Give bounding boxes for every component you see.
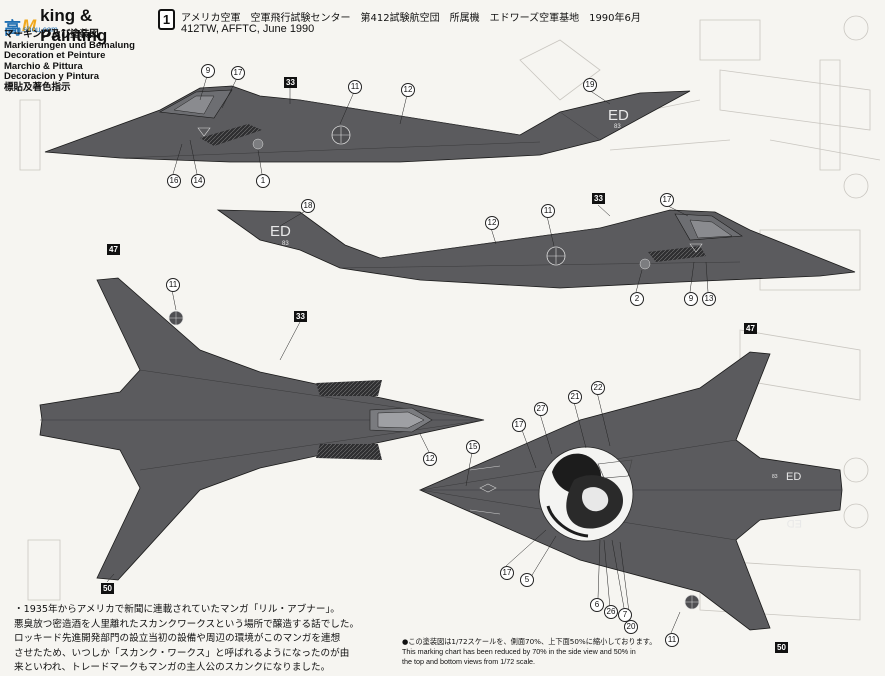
skunk-works-footnote: ・1935年からアメリカで新聞に連載されていたマンガ「リル・アブナー」。 悪臭放… [14, 603, 359, 676]
callout: 20 [624, 620, 638, 634]
callout: 11 [541, 204, 555, 218]
scale-note-en-2: the top and bottom views from 1/72 scale… [402, 657, 536, 666]
brand-cn-text: 高 [4, 18, 21, 39]
leader-lines [106, 75, 709, 634]
tail-code-bottom-1: ED [786, 471, 801, 483]
callout: 18 [301, 199, 315, 213]
scheme-title-en: 412TW, AFFTC, June 1990 [181, 23, 315, 35]
callout: 19 [583, 78, 597, 92]
callout: 22 [591, 381, 605, 395]
tail-code-bottom-2: ED [787, 517, 802, 529]
callout: 17 [231, 66, 245, 80]
callout-decal: 33 [284, 77, 297, 88]
callout-decal: 33 [592, 193, 605, 204]
legend-line: Markierungen und Bemalung [4, 39, 135, 51]
callout: 21 [568, 390, 582, 404]
side-view-right: ED 83 [216, 209, 856, 289]
callout-decal: 50 [775, 642, 788, 653]
callout: 9 [684, 292, 698, 306]
callout-decal: 33 [294, 311, 307, 322]
callout: 6 [590, 598, 604, 612]
callout-decal: 47 [744, 323, 757, 334]
footnote-line: 来といわれ、トレードマークもマンガの主人公のスカンクになりました。 [14, 662, 331, 674]
tail-code-side-2: ED [270, 223, 291, 240]
footnote-line: させたため、いつしか「スカンク・ワークス」と呼ばれるようになったのが由 [14, 647, 350, 659]
brand-url: hh.shou.com [12, 25, 58, 34]
callout: 17 [660, 193, 674, 207]
callout: 27 [534, 402, 548, 416]
callout: 12 [401, 83, 415, 97]
callout: 13 [702, 292, 716, 306]
callout: 17 [500, 566, 514, 580]
callout-decal: 50 [101, 583, 114, 594]
callout: 5 [520, 573, 534, 587]
scale-note-ja: ●この塗装図は1/72スケールを、側面70%、上下面50%に縮小しております。 [402, 637, 657, 646]
serial-bottom-1: 83 [772, 474, 778, 480]
callout: 11 [166, 278, 180, 292]
callout: 11 [348, 80, 362, 94]
legend-line: 標貼及著色指示 [4, 81, 71, 93]
scale-note: ●この塗装図は1/72スケールを、側面70%、上下面50%に縮小しております。 … [402, 637, 656, 667]
legend-line: Marchio & Pittura [4, 60, 83, 72]
brand-title: king & Painting [40, 6, 108, 45]
brand-web-text: M [22, 16, 37, 35]
callout: 12 [423, 452, 437, 466]
callout: 15 [466, 440, 480, 454]
bottom-view: ED 83 ED [419, 351, 843, 631]
legend-line: Decoration et Peinture [4, 50, 106, 62]
callout: 16 [167, 174, 181, 188]
callout: 11 [665, 633, 679, 647]
language-legend: マーキング及び塗装図 Markierungen und Bemalung Dec… [4, 29, 135, 94]
serial-side-2: 83 [282, 241, 289, 247]
footnote-line: 悪臭放つ密造酒を人里離れたスカンクワークスという場所で醸造する話でした。 [14, 618, 360, 630]
callout: 26 [604, 605, 618, 619]
side-view-left: ED 83 [44, 85, 691, 163]
brand-header: 高 M king & Painting hh.shou.com [4, 6, 154, 46]
footnote-line: ・1935年からアメリカで新聞に連載されていたマンガ「リル・アブナー」。 [14, 604, 340, 615]
brand-logo: 高 M king & Painting [4, 6, 154, 46]
scheme-title-ja: アメリカ空軍 空軍飛行試験センター 第412試験航空団 所属機 エドワーズ空軍基… [181, 13, 641, 24]
callout: 2 [630, 292, 644, 306]
callout: 9 [201, 64, 215, 78]
callout: 17 [512, 418, 526, 432]
footnote-line: ロッキード先進開発部門の設立当初の設備や周辺の環境がこのマンガを連想 [14, 633, 341, 645]
scale-note-en-1: This marking chart has been reduced by 7… [402, 647, 636, 656]
callout: 12 [485, 216, 499, 230]
top-view [39, 277, 485, 581]
scheme-number-badge: 1 [158, 9, 175, 30]
legend-line: Decoracion y Pintura [4, 71, 100, 83]
tail-code-side-1: ED [608, 107, 629, 124]
serial-side-1: 83 [614, 124, 621, 130]
callout: 1 [256, 174, 270, 188]
callout-decal: 47 [107, 244, 120, 255]
callout: 14 [191, 174, 205, 188]
legend-line: マーキング及び塗装図 [4, 29, 99, 40]
